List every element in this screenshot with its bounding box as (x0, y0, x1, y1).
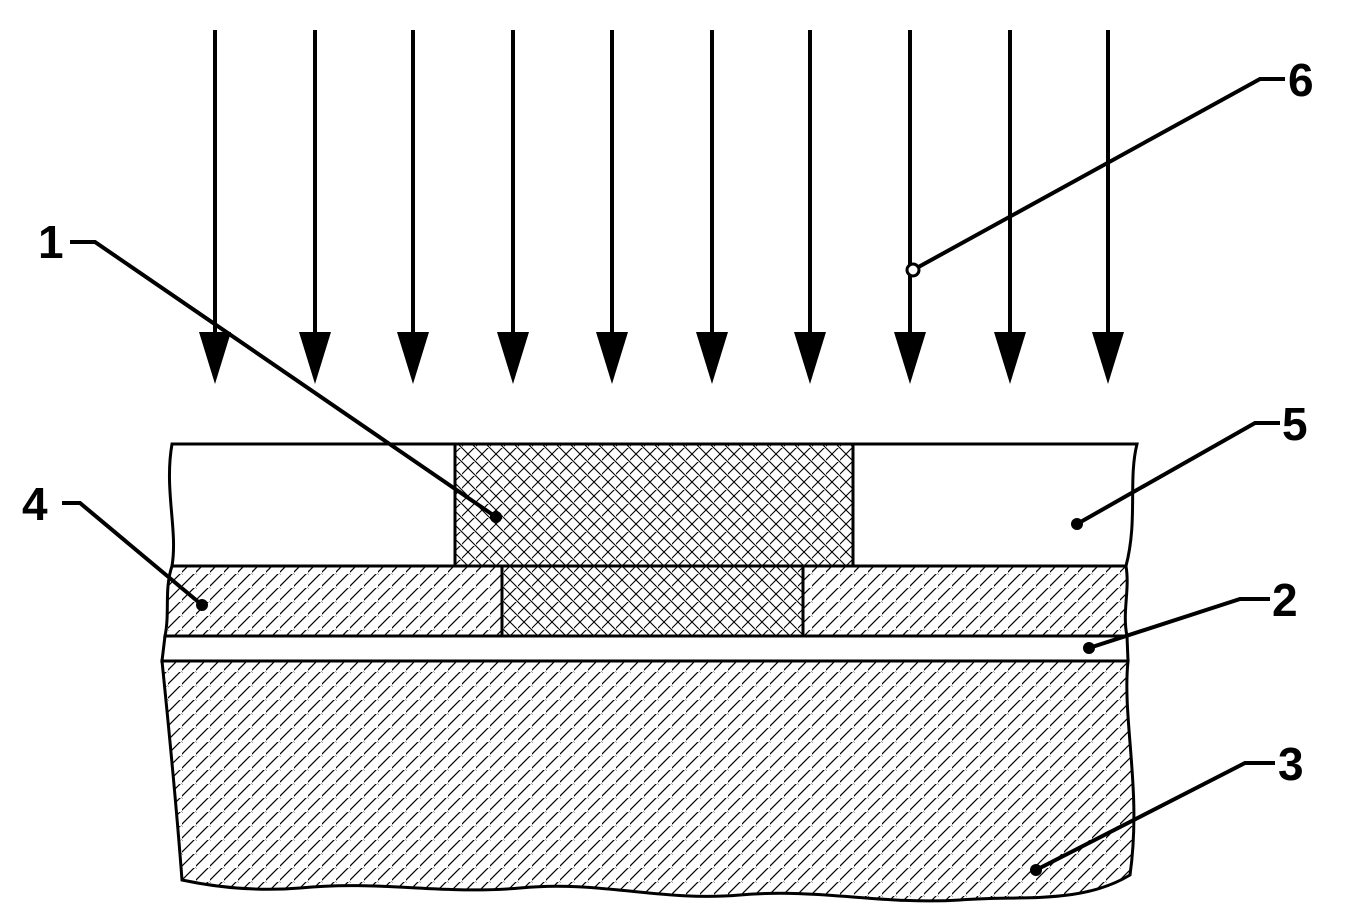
leader-dot-1 (490, 511, 502, 523)
arrow-head-3 (397, 332, 429, 384)
layer-2-thin-layer (160, 634, 1130, 663)
label-6: 6 (1288, 54, 1314, 106)
arrow-head-7 (794, 332, 826, 384)
arrow-head-9 (994, 332, 1026, 384)
leader-line-1 (70, 240, 498, 519)
leader-line-6 (912, 77, 1285, 272)
leader-dot-4 (196, 599, 208, 611)
layer-3-substrate (160, 659, 1136, 903)
leader-lines (62, 77, 1285, 872)
arrow-head-2 (299, 332, 331, 384)
label-5: 5 (1282, 398, 1308, 450)
arrow-head-4 (497, 332, 529, 384)
leader-dot-2 (1083, 642, 1095, 654)
leader-dot-6 (905, 262, 921, 278)
arrow-head-5 (596, 332, 628, 384)
element-1-crosshatched-block (453, 442, 855, 638)
incident-arrows (199, 30, 1124, 384)
leader-line-3 (1035, 761, 1275, 872)
leader-dot-3 (1030, 864, 1042, 876)
arrow-head-8 (894, 332, 926, 384)
label-2: 2 (1272, 574, 1298, 626)
layer-4-right-hatched (801, 564, 1129, 638)
arrow-head-6 (696, 332, 728, 384)
leader-line-5 (1076, 421, 1280, 526)
label-1: 1 (38, 216, 64, 268)
layer-4-left-hatched (163, 564, 504, 638)
arrow-head-10 (1092, 332, 1124, 384)
arrow-head-1 (199, 332, 231, 384)
leader-dot-5 (1071, 518, 1083, 530)
label-3: 3 (1278, 738, 1304, 790)
leader-line-2 (1088, 597, 1270, 650)
leader-line-4 (62, 501, 204, 607)
label-4: 4 (22, 478, 48, 530)
leader-dots (196, 262, 1095, 876)
